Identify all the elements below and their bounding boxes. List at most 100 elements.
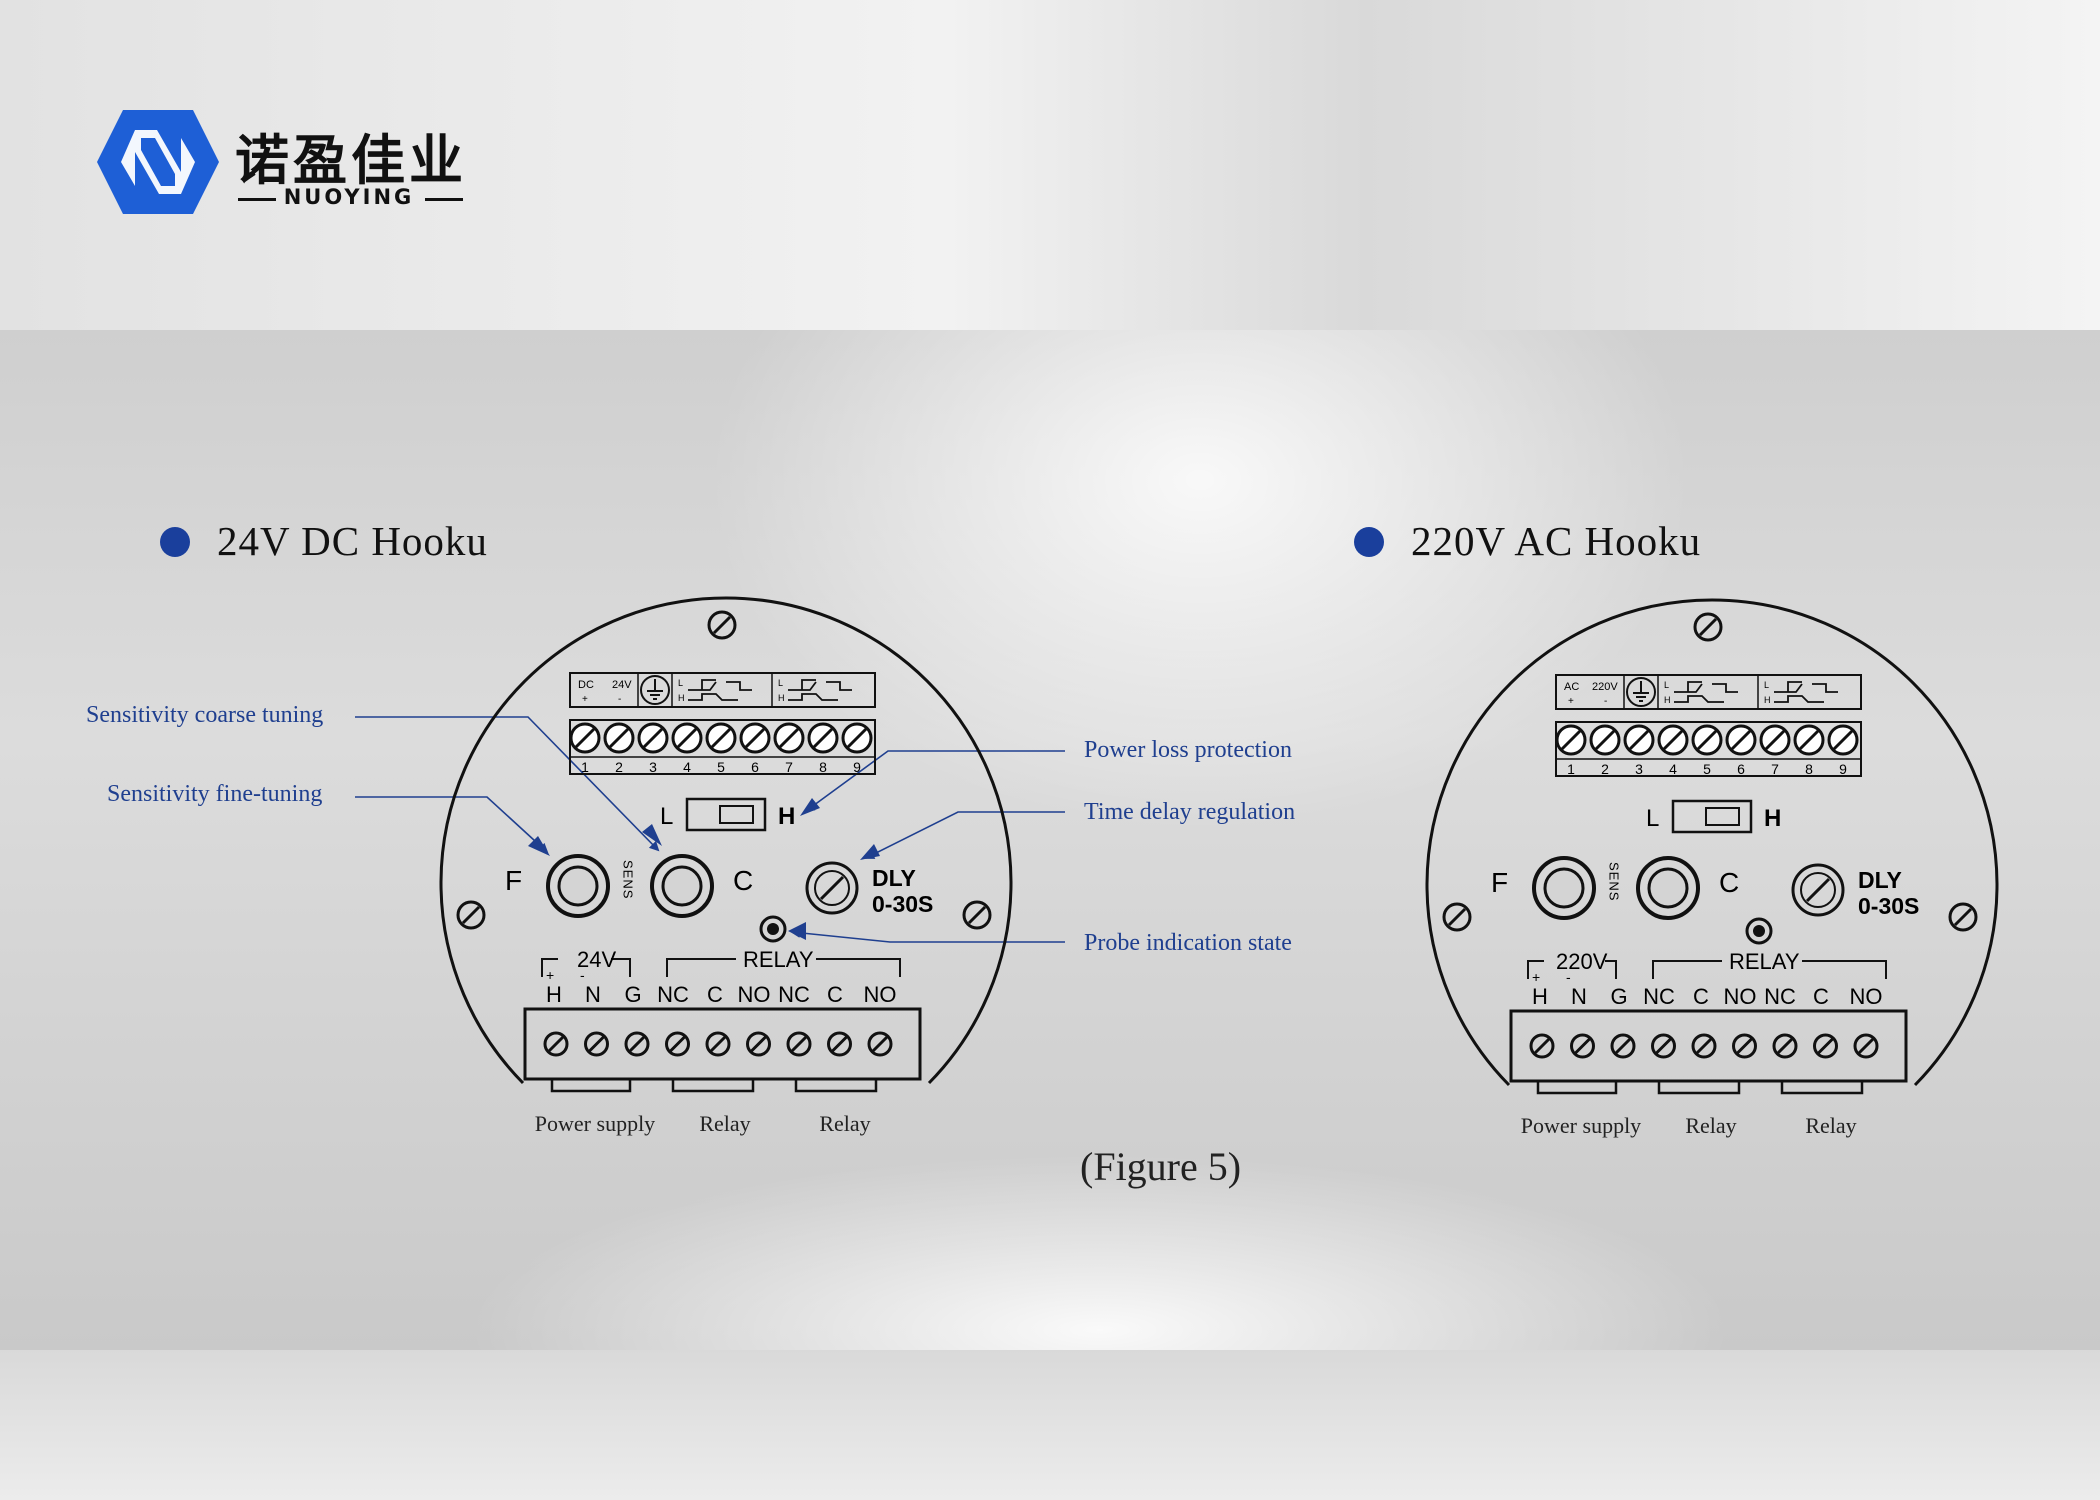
coarse-tuning-knob <box>650 854 714 918</box>
top-screw-icon <box>1693 612 1723 642</box>
terminal-number: 1 <box>1567 761 1575 777</box>
terminal-screw-icon <box>569 722 601 754</box>
terminal-number: 3 <box>649 759 657 775</box>
bottom-minus: - <box>580 967 585 983</box>
right-screw-icon <box>962 900 992 930</box>
terminal-screw-icon <box>807 722 839 754</box>
header-plus: + <box>582 694 588 705</box>
terminal-screw-icon <box>671 722 703 754</box>
bottom-terminal-label: G <box>1610 984 1627 1009</box>
terminal-number: 7 <box>785 759 793 775</box>
bottom-terminal-label: C <box>1813 984 1829 1009</box>
switch-l-label: L <box>1646 805 1659 832</box>
bottom-group-brackets <box>541 958 901 977</box>
header-minus: - <box>1604 696 1607 707</box>
housing-outline <box>439 596 1013 1085</box>
header-relay1-h: H <box>678 693 685 703</box>
bottom-terminal-label: H <box>546 982 562 1007</box>
heading-bullet-left <box>160 527 190 557</box>
header-minus: - <box>618 694 621 705</box>
header-relay1-l: L <box>678 678 683 688</box>
terminal-number: 8 <box>819 759 827 775</box>
bottom-screw-icon <box>543 1031 569 1057</box>
bottom-minus: - <box>1566 969 1571 985</box>
bottom-screw-icon <box>1813 1033 1838 1059</box>
terminal-number: 6 <box>751 759 759 775</box>
bottom-terminal-label: C <box>827 982 843 1007</box>
header-power-type: AC <box>1564 681 1579 693</box>
delay-knob <box>1791 863 1845 917</box>
header-voltage: 220V <box>1592 681 1618 693</box>
probe-led <box>1745 917 1773 945</box>
fine-tuning-knob <box>1532 856 1596 920</box>
terminal-number: 2 <box>615 759 623 775</box>
content-area <box>0 330 2100 1350</box>
bottom-terminal-label: N <box>585 982 601 1007</box>
lh-switch: L H <box>1646 799 1781 834</box>
brand-name-en: NUOYING <box>283 185 415 209</box>
bottom-group-brackets <box>1527 960 1887 979</box>
heading-220v-ac: 220V AC Hooku <box>1411 518 1702 564</box>
header-band <box>0 0 2100 330</box>
bottom-terminal-label: NC <box>657 982 689 1007</box>
bottom-screw-icon <box>786 1031 812 1057</box>
terminal-screw-icon <box>1759 724 1791 756</box>
relay1-contact-icon <box>688 679 752 701</box>
bottom-screw-icon <box>1651 1033 1676 1059</box>
terminal-block-bottom <box>523 1007 922 1093</box>
terminal-header-box: AC 220V + - L H L H <box>1555 674 1862 710</box>
bottom-terminal-label: G <box>624 982 641 1007</box>
header-relay2-l: L <box>778 678 783 688</box>
knob-f-label: F <box>505 865 522 896</box>
header-voltage: 24V <box>612 679 632 691</box>
dly-label: DLY <box>872 865 916 891</box>
terminal-header-box: DC 24V + - L H L H <box>569 672 876 708</box>
switch-l-label: L <box>660 803 673 830</box>
switch-h-label: H <box>778 803 795 830</box>
bottom-terminal-label: NO <box>1850 984 1883 1009</box>
brand-logo: 诺盈佳业 NUOYING <box>95 108 475 218</box>
terminal-number: 9 <box>1839 761 1847 777</box>
brand-rule-right <box>425 198 463 201</box>
terminal-number: 4 <box>1669 761 1677 777</box>
terminal-number: 3 <box>1635 761 1643 777</box>
footer-band <box>0 1350 2100 1500</box>
arrowhead-probe <box>788 922 806 940</box>
callout-power-loss: Power loss protection <box>1084 737 1292 763</box>
terminal-number: 1 <box>581 759 589 775</box>
bottom-terminal-label: NC <box>778 982 810 1007</box>
coarse-tuning-knob <box>1636 856 1700 920</box>
left-screw-icon <box>456 900 486 930</box>
fine-tuning-knob <box>546 854 610 918</box>
leader-coarse <box>355 716 660 852</box>
arrowhead-power-loss <box>800 798 820 816</box>
bottom-screw-icon <box>1691 1033 1717 1059</box>
bottom-terminal-label: NC <box>1764 984 1796 1009</box>
callout-probe-state: Probe indication state <box>1084 930 1292 956</box>
relay1-contact-icon <box>1674 681 1738 703</box>
terminal-screw-icon <box>1623 724 1655 756</box>
header-relay2-h: H <box>1764 695 1771 705</box>
bottom-terminal-label: NO <box>1724 984 1757 1009</box>
bottom-screw-icon <box>1570 1033 1595 1059</box>
ground-icon <box>1626 677 1656 707</box>
header-relay2-l: L <box>1764 680 1769 690</box>
bottom-screw-icon <box>827 1031 852 1057</box>
bottom-screw-icon <box>746 1031 771 1057</box>
terminal-screw-icon <box>1725 724 1757 756</box>
heading-bullet-right <box>1354 527 1384 557</box>
sub-label-relay-2: Relay <box>1805 1113 1856 1138</box>
terminal-screw-icon <box>1589 724 1621 756</box>
knob-c-label: C <box>733 865 753 896</box>
bottom-screw-icon <box>1732 1033 1757 1059</box>
leader-time-delay <box>864 811 1065 859</box>
terminal-number: 8 <box>1805 761 1813 777</box>
bottom-screw-icon <box>867 1031 893 1057</box>
terminal-screw-icon <box>1827 724 1859 756</box>
terminal-screw-icon <box>1555 724 1587 756</box>
terminal-screw-icon <box>603 722 635 754</box>
leader-power-loss <box>804 750 1065 813</box>
terminal-screw-icon <box>1793 724 1825 756</box>
probe-led <box>759 915 787 943</box>
delay-knob <box>805 861 859 915</box>
